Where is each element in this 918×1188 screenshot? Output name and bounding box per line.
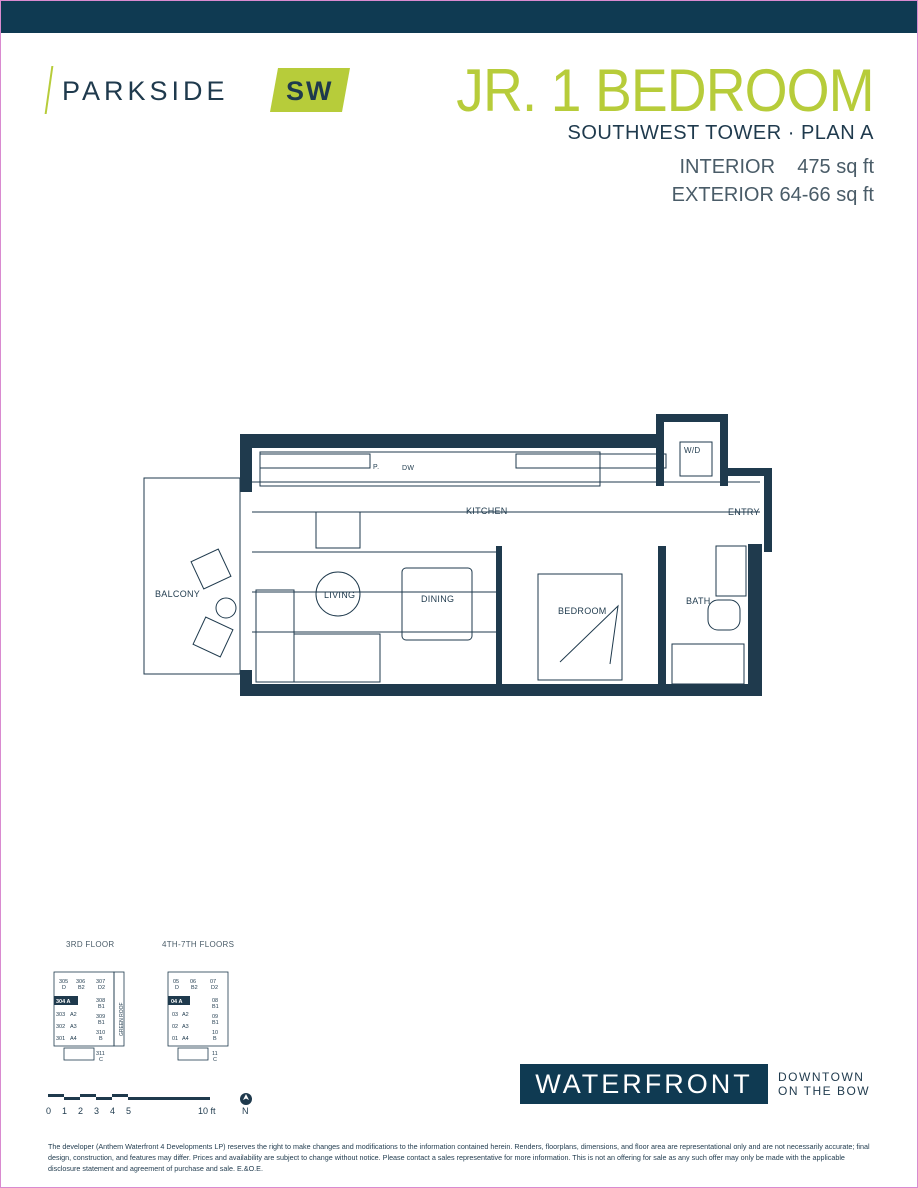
ku-unit-11: 11: [212, 1051, 218, 1057]
k3-green-roof: GREEN ROOF: [119, 1002, 125, 1036]
k3-unit-308: 308: [96, 998, 105, 1004]
ku-unit-07-type: D2: [211, 985, 218, 991]
k3-unit-303-type: A2: [70, 1012, 77, 1018]
entry-label: ENTRY: [728, 507, 760, 517]
north-arrow-icon: [240, 1093, 252, 1105]
ku-unit-05-type: D: [175, 985, 179, 991]
dining-label: DINING: [421, 594, 454, 604]
waterfront-tagline: DOWNTOWN ON THE BOW: [778, 1070, 870, 1098]
ku-unit-06: 06: [190, 979, 196, 985]
ku-unit-06-type: B2: [191, 985, 198, 991]
bath-label: BATH: [686, 596, 711, 606]
ku-unit-03-type: A2: [182, 1012, 189, 1018]
bedroom-label: BEDROOM: [558, 606, 607, 616]
scale-bar: [48, 1094, 210, 1100]
keyplan-upper: 05 D 06 B2 07 D2 04 A 08 B1 03 A2 09 B1 …: [167, 971, 229, 1063]
k3-unit-305: 305: [59, 979, 68, 985]
ku-unit-03: 03: [172, 1012, 178, 1018]
k3-unit-309: 309: [96, 1014, 105, 1020]
dw-label: DW: [402, 465, 414, 472]
plan-title: JR. 1 BEDROOM: [456, 57, 875, 124]
k3-unit-306: 306: [76, 979, 85, 985]
tagline-line1: DOWNTOWN: [778, 1070, 865, 1084]
k3-unit-310-type: B: [99, 1036, 103, 1042]
scale-tick-0: 0: [46, 1106, 52, 1116]
scale-tick-4: 4: [110, 1106, 116, 1116]
exterior-value: 64-66 sq ft: [779, 184, 874, 206]
scale-tick-5: 5: [126, 1106, 132, 1116]
k3-unit-311-type: C: [99, 1057, 103, 1063]
k3-unit-selected: 304 A: [56, 999, 71, 1005]
k3-unit-303: 303: [56, 1012, 65, 1018]
k3-unit-308-type: B1: [98, 1004, 105, 1010]
k3-unit-306-type: B2: [78, 985, 85, 991]
interior-area: INTERIOR 475 sq ft: [679, 156, 874, 179]
logo-sw-box: [270, 68, 350, 112]
kitchen-label: KITCHEN: [466, 506, 508, 516]
scale-tick-3: 3: [94, 1106, 100, 1116]
plan-labels: KITCHEN ENTRY LIVING DINING BEDROOM BATH…: [155, 446, 760, 616]
ku-unit-01-type: A4: [182, 1036, 189, 1042]
top-bar: [1, 1, 917, 33]
floor-plan: KITCHEN ENTRY LIVING DINING BEDROOM BATH…: [143, 414, 772, 696]
k3-unit-301: 301: [56, 1036, 65, 1042]
ku-unit-11-type: C: [213, 1057, 217, 1063]
k3-unit-309-type: B1: [98, 1020, 105, 1026]
ku-unit-09-type: B1: [212, 1020, 219, 1026]
k3-unit-302-type: A3: [70, 1024, 77, 1030]
k3-unit-307-type: D2: [98, 985, 105, 991]
balcony-label: BALCONY: [155, 589, 200, 599]
ku-unit-01: 01: [172, 1036, 178, 1042]
ku-unit-08: 08: [212, 998, 218, 1004]
k3-unit-302: 302: [56, 1024, 65, 1030]
room-outlines: [143, 441, 760, 685]
ku-unit-05: 05: [173, 979, 179, 985]
logo-sw-text: SW: [286, 76, 334, 106]
ku-unit-10-type: B: [213, 1036, 217, 1042]
ku-unit-02: 02: [172, 1024, 178, 1030]
walls: [240, 414, 772, 696]
waterfront-logo: WATERFRONT: [520, 1064, 768, 1104]
legal-disclaimer: The developer (Anthem Waterfront 4 Devel…: [48, 1142, 870, 1173]
north-label: N: [242, 1106, 249, 1116]
exterior-label: EXTERIOR: [671, 184, 774, 206]
ku-unit-08-type: B1: [212, 1004, 219, 1010]
keyplan-3rd-label: 3RD FLOOR: [66, 940, 115, 949]
k3-unit-301-type: A4: [70, 1036, 77, 1042]
ku-unit-07: 07: [210, 979, 216, 985]
plan-subtitle: SOUTHWEST TOWER · PLAN A: [567, 122, 874, 144]
tagline-line2: ON THE BOW: [778, 1084, 871, 1098]
pantry-label: P.: [373, 464, 379, 471]
ku-unit-09: 09: [212, 1014, 218, 1020]
scale-tick-1: 1: [62, 1106, 68, 1116]
wd-label: W/D: [684, 446, 700, 455]
k3-unit-310: 310: [96, 1030, 105, 1036]
keyplan-3rd: 305 D 306 B2 307 D2 304 A 308 B1 303 A2 …: [53, 971, 125, 1063]
scale-tick-2: 2: [78, 1106, 84, 1116]
interior-value: 475 sq ft: [797, 156, 874, 178]
k3-unit-311: 311: [96, 1051, 105, 1057]
exterior-area: EXTERIOR 64-66 sq ft: [672, 184, 874, 207]
living-label: LIVING: [324, 590, 355, 600]
logo-word: PARKSIDE: [62, 76, 229, 106]
interior-label: INTERIOR: [679, 156, 776, 178]
ku-unit-selected: 04 A: [171, 999, 182, 1005]
ku-unit-02-type: A3: [182, 1024, 189, 1030]
k3-unit-307: 307: [96, 979, 105, 985]
k3-unit-305-type: D: [62, 985, 66, 991]
scale-end: 10 ft: [198, 1106, 216, 1116]
ku-unit-10: 10: [212, 1030, 218, 1036]
parkside-sw-logo: PARKSIDE SW: [44, 66, 350, 114]
keyplan-upper-label: 4TH-7TH FLOORS: [162, 940, 235, 949]
